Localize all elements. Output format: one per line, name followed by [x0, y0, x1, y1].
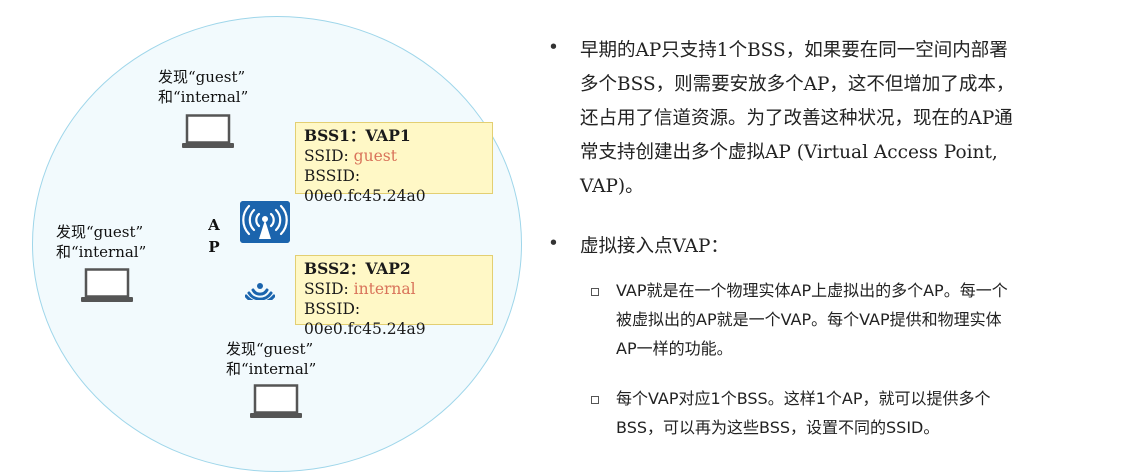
bss1-box: BSS1：VAP1 SSID: guest BSSID: 00e0.fc45.2… — [295, 122, 493, 205]
client-label-line2: 和“internal” — [158, 88, 249, 106]
client-label-line1: 发现“guest” — [56, 223, 144, 241]
ssid-value: internal — [353, 280, 416, 298]
sub-item-line: AP一样的功能。 — [616, 339, 733, 358]
bss2-title: BSS2：VAP2 — [304, 259, 411, 278]
client-label-line2: 和“internal” — [226, 360, 317, 378]
bullet1-line: 多个BSS，则需要安放多个AP，这不但增加了成本， — [580, 74, 1015, 95]
sub-item-paragraph: VAP就是在一个物理实体AP上虚拟出的多个AP。每一个 被虚拟出的AP就是一个V… — [616, 276, 1008, 363]
client-label-line2: 和“internal” — [56, 243, 147, 261]
ssid-label: SSID: — [304, 280, 354, 298]
bullet1-line: 还占用了信道资源。为了改善这种状况，现在的AP通 — [580, 108, 1013, 129]
sub-item-line: VAP就是在一个物理实体AP上虚拟出的多个AP。每一个 — [616, 281, 1008, 300]
laptop-icon — [81, 268, 133, 302]
bss2-bssid-label: BSSID: — [304, 300, 361, 318]
sub-item-line: 被虚拟出的AP就是一个VAP。每个VAP提供和物理实体 — [616, 310, 1002, 329]
bss1-title: BSS1：VAP1 — [304, 126, 411, 145]
square-bullet-icon — [591, 288, 599, 296]
bullet1-line: 常支持创建出多个虚拟AP (Virtual Access Point, — [580, 142, 998, 163]
wireless-signal-icon — [245, 283, 275, 300]
bullet2-heading: 虚拟接入点VAP： — [580, 236, 729, 257]
client-label-line1: 发现“guest” — [158, 68, 246, 86]
ap-icon — [240, 201, 290, 243]
ap-label: A P — [206, 214, 222, 258]
laptop-icon — [182, 114, 234, 148]
bullet1-paragraph: 早期的AP只支持1个BSS，如果要在同一空间内部署 多个BSS，则需要安放多个A… — [580, 34, 1014, 204]
bss1-ssid: SSID: guest — [304, 146, 484, 166]
ssid-label: SSID: — [304, 147, 354, 165]
client-label-left: 发现“guest” 和“internal” — [56, 222, 146, 262]
bullet-marker: • — [548, 233, 559, 254]
sub-item-line: BSS，可以再为这些BSS，设置不同的SSID。 — [616, 418, 940, 437]
bullet1-line: VAP)。 — [580, 176, 644, 197]
client-label-line1: 发现“guest” — [226, 340, 314, 358]
client-label-top: 发现“guest” 和“internal” — [158, 67, 248, 107]
client-label-bottom: 发现“guest” 和“internal” — [226, 339, 316, 379]
ap-label-letter: P — [208, 238, 220, 256]
ssid-value: guest — [353, 147, 397, 165]
sub-item-paragraph: 每个VAP对应1个BSS。这样1个AP，就可以提供多个 BSS，可以再为这些BS… — [616, 384, 990, 442]
laptop-icon — [250, 384, 302, 418]
bullet-marker: • — [548, 37, 559, 58]
bullet1-line: 早期的AP只支持1个BSS，如果要在同一空间内部署 — [580, 40, 1008, 61]
bss2-box: BSS2：VAP2 SSID: internal BSSID: 00e0.fc4… — [295, 255, 493, 338]
bss1-bssid-value: 00e0.fc45.24a0 — [304, 187, 426, 205]
vap-diagram: 发现“guest” 和“internal” 发现“guest” 和“intern… — [0, 0, 540, 476]
bss2-ssid: SSID: internal — [304, 279, 484, 299]
square-bullet-icon — [591, 396, 599, 404]
bss2-bssid-value: 00e0.fc45.24a9 — [304, 320, 426, 338]
ap-label-letter: A — [208, 216, 220, 234]
bss1-bssid-label: BSSID: — [304, 167, 361, 185]
sub-item-line: 每个VAP对应1个BSS。这样1个AP，就可以提供多个 — [616, 389, 991, 408]
